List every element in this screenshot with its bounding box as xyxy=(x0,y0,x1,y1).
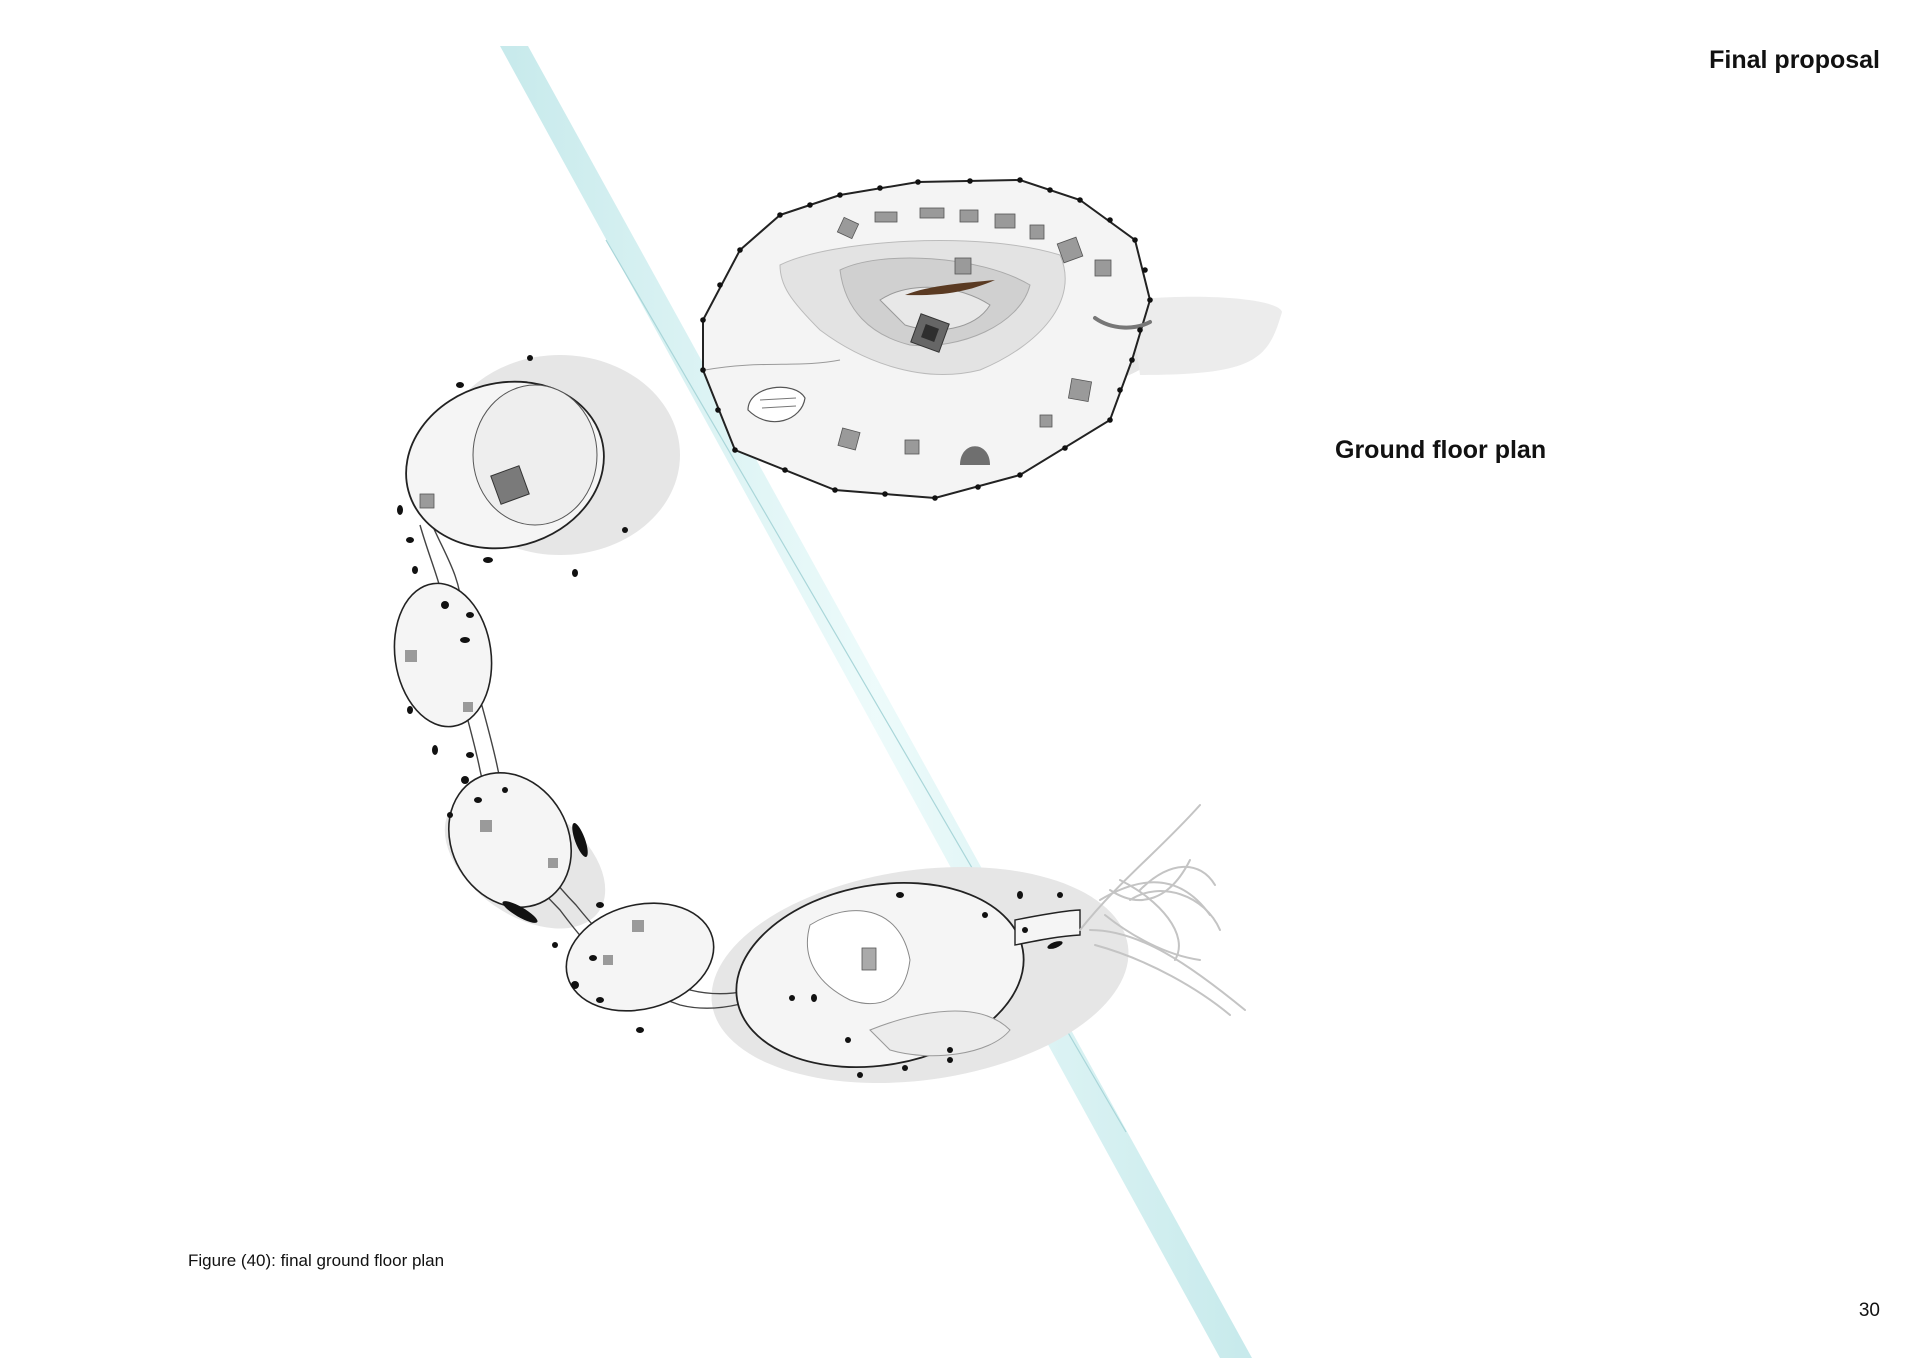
pod-4 xyxy=(565,902,715,1012)
figure-caption: Figure (40): final ground floor plan xyxy=(188,1251,445,1270)
page-number: 30 xyxy=(1858,1300,1880,1321)
main-hall xyxy=(702,178,1282,500)
exhibition-pods xyxy=(393,380,1081,1069)
pod-3 xyxy=(447,771,573,909)
tree-sketch xyxy=(1079,804,1246,1016)
pod-2 xyxy=(393,582,493,728)
landscape-elements xyxy=(397,355,1063,1078)
main-hall-columns xyxy=(700,177,1153,501)
plan-label: Ground floor plan xyxy=(1335,436,1547,464)
page-heading: Final proposal xyxy=(1709,46,1880,74)
